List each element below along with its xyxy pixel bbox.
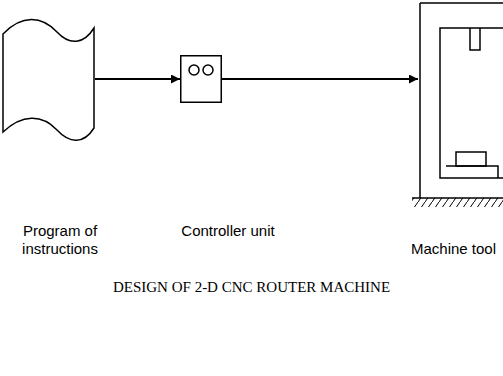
flow-arrow [95,78,180,80]
machine-tool: Machine tool [418,2,503,200]
ground-hatch [412,198,503,207]
machine-tool-shape [418,2,503,200]
workpiece [456,152,486,166]
node-label: Controller unit [178,222,278,240]
flow-arrow [222,78,418,80]
program-tape-shape [2,20,95,142]
machine-frame [420,3,503,198]
controller-box: Controller unit [180,55,222,103]
spindle [470,28,480,50]
table [446,166,498,178]
program-tape: Program of instructions [2,20,95,142]
controller-outline [181,56,222,103]
dial [189,65,199,75]
node-label: Program of instructions [10,222,110,258]
caption: DESIGN OF 2-D CNC ROUTER MACHINE [0,278,503,296]
node-label: Machine tool [404,240,503,258]
controller-box-shape [180,55,222,103]
dial [203,65,213,75]
outline [3,20,94,141]
